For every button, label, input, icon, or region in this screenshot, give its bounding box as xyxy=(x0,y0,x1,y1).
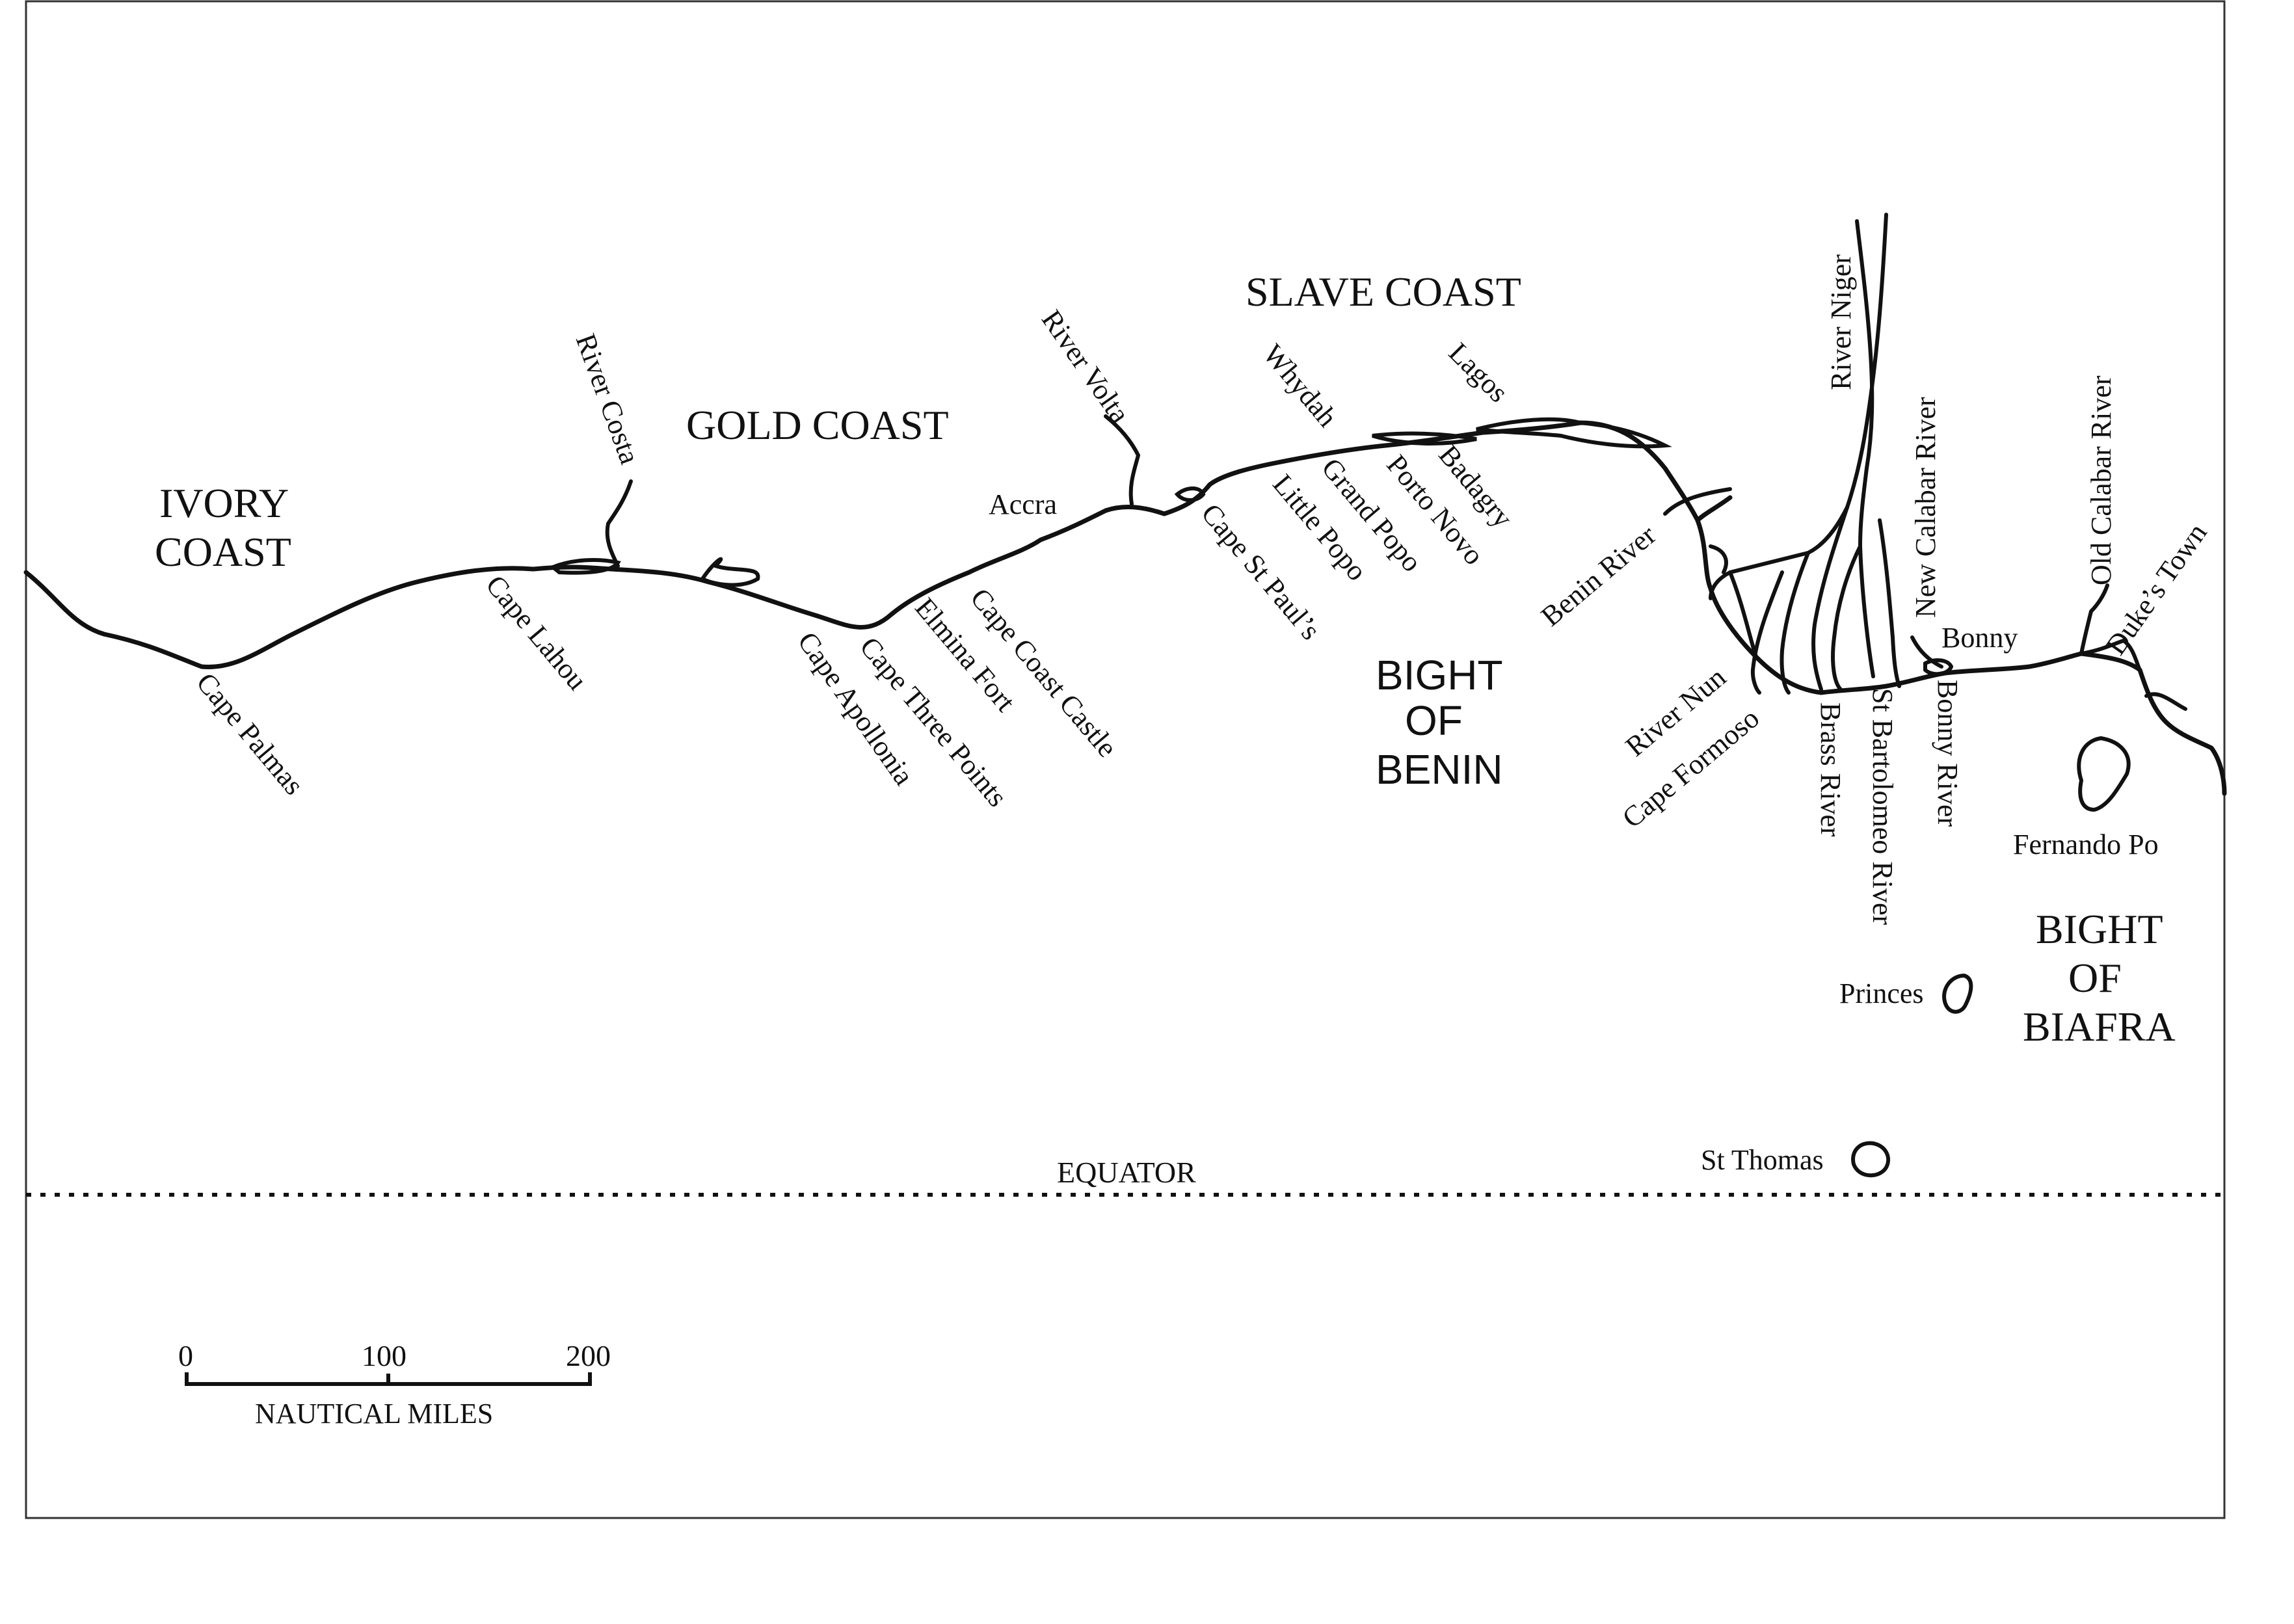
niger-branch-5 xyxy=(1750,570,1784,695)
scale-bar: 0 100 200 NAUTICAL MILES xyxy=(178,1339,611,1430)
niger-branch-3 xyxy=(1831,544,1862,691)
niger-branch-2 xyxy=(1811,505,1849,691)
label-whydah: Whydah xyxy=(1257,338,1343,433)
label-river-volta: River Volta xyxy=(1035,304,1136,429)
region-bight-of-biafra-2: OF xyxy=(2068,955,2122,1001)
niger-branch-1 xyxy=(1855,219,1875,678)
river-volta-line xyxy=(1104,414,1140,506)
region-bight-of-biafra-3: BIAFRA xyxy=(2023,1004,2176,1050)
region-ivory-coast-line2: COAST xyxy=(155,529,291,575)
region-bight-of-benin-1: BIGHT xyxy=(1376,652,1503,699)
scale-tick-0: 0 xyxy=(178,1339,193,1372)
scale-bar-line xyxy=(185,1372,592,1386)
label-old-calabar-river: Old Calabar River xyxy=(2085,375,2117,585)
new-calabar-line xyxy=(1878,518,1901,688)
region-slave-coast: SLAVE COAST xyxy=(1246,269,1521,315)
dukes-town-river xyxy=(2079,639,2187,711)
label-new-calabar-river: New Calabar River xyxy=(1910,397,1941,618)
equator-label: EQUATOR xyxy=(1057,1156,1196,1189)
river-costa-line xyxy=(605,479,633,568)
scale-tick-200: 200 xyxy=(566,1339,611,1372)
old-calabar-line xyxy=(2079,583,2109,656)
label-lagos: Lagos xyxy=(1443,336,1515,408)
label-st-thomas: St Thomas xyxy=(1701,1144,1824,1176)
lagoon-apollonia xyxy=(699,557,760,587)
label-cape-palmas: Cape Palmas xyxy=(190,667,310,801)
scale-unit: NAUTICAL MILES xyxy=(255,1398,493,1430)
label-st-bartolomeo-river: St Bartolomeo River xyxy=(1867,688,1899,925)
label-benin-river: Benin River xyxy=(1535,518,1662,632)
label-brass-river: Brass River xyxy=(1815,702,1847,837)
label-river-costa: River Costa xyxy=(570,330,647,468)
lagoon-lagos xyxy=(1476,417,1672,449)
label-accra: Accra xyxy=(989,488,1057,520)
coastline-niger-delta xyxy=(1695,518,2227,796)
label-bonny-river: Bonny River xyxy=(1932,680,1964,827)
label-princes: Princes xyxy=(1839,978,1924,1009)
bonny-line xyxy=(1910,635,1943,669)
princes-island xyxy=(1942,973,1973,1014)
scale-tick-100: 100 xyxy=(362,1339,407,1372)
label-cape-lahou: Cape Lahou xyxy=(479,569,593,696)
label-bonny: Bonny xyxy=(1941,622,2018,654)
region-bight-of-biafra-1: BIGHT xyxy=(2036,906,2163,952)
fernando-po-island xyxy=(2077,736,2131,812)
niger-branch-4 xyxy=(1780,551,1810,695)
label-fernando-po: Fernando Po xyxy=(2013,829,2159,860)
lagoon-volta xyxy=(1174,486,1206,502)
bonny-island xyxy=(1923,658,1954,676)
st-thomas-island xyxy=(1851,1141,1891,1178)
region-gold-coast: GOLD COAST xyxy=(686,402,949,448)
niger-branch-6 xyxy=(1728,570,1758,659)
region-ivory-coast-line1: IVORY xyxy=(159,480,289,526)
map-frame xyxy=(25,0,2226,1519)
lagoon-porto-novo xyxy=(1372,431,1477,446)
region-bight-of-benin-2: OF xyxy=(1405,697,1463,744)
region-bight-of-benin-3: BENIN xyxy=(1376,746,1503,793)
label-river-niger: River Niger xyxy=(1825,254,1857,390)
benin-river-creek xyxy=(1663,487,1732,574)
